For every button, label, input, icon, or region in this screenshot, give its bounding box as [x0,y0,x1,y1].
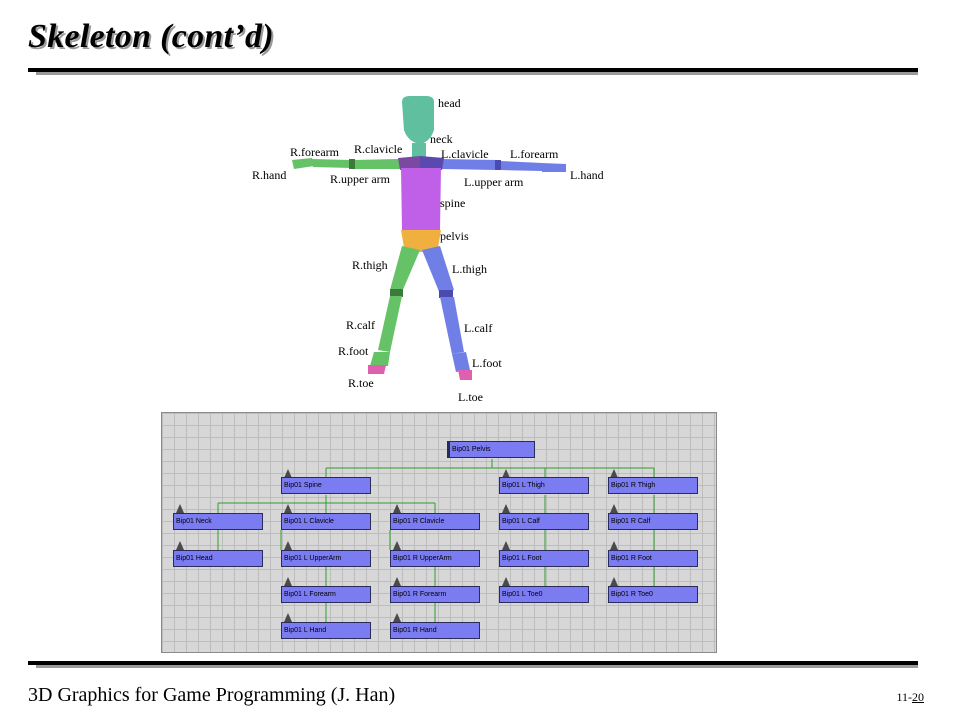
collapse-l-foot-icon[interactable] [502,541,510,550]
node-bip01-l-toe0[interactable]: Bip01 L Toe0 [499,586,589,603]
label-l-toe: L.toe [458,390,483,404]
node-bip01-r-hand[interactable]: Bip01 R Hand [390,622,480,639]
r-thigh-shape [390,246,420,292]
r-elbow-joint [349,159,355,169]
collapse-head-icon[interactable] [176,541,184,550]
collapse-l-toe0-icon[interactable] [502,577,510,586]
collapse-l-forearm-icon[interactable] [284,577,292,586]
pelvis-shape [401,230,441,252]
label-r-hand: R.hand [252,168,287,182]
collapse-l-upperarm-icon[interactable] [284,541,292,550]
label-r-thigh: R.thigh [352,258,388,272]
node-bip01-l-thigh[interactable]: Bip01 L Thigh [499,477,589,494]
node-bip01-pelvis[interactable]: Bip01 Pelvis [447,441,535,458]
l-knee-joint [439,290,453,298]
spine-shape [401,168,441,230]
label-head: head [438,96,461,110]
collapse-r-hand-icon[interactable] [393,613,401,622]
collapse-r-thigh-icon[interactable] [610,469,618,478]
label-r-forearm: R.forearm [290,145,339,159]
slide-title: Skeleton (cont’d) [28,18,274,55]
label-l-clavicle: L.clavicle [441,147,489,161]
page-prefix: 11- [896,690,912,704]
label-l-forearm: L.forearm [510,147,559,161]
r-calf-shape [378,296,402,352]
label-spine: spine [440,196,466,210]
l-foot-shape [452,352,470,372]
collapse-l-thigh-icon[interactable] [502,469,510,478]
collapse-l-calf-icon[interactable] [502,504,510,513]
label-l-thigh: L.thigh [452,262,487,276]
node-bip01-l-forearm[interactable]: Bip01 L Forearm [281,586,371,603]
skeleton-illustration [292,96,566,380]
l-forearm-shape [500,161,542,171]
collapse-spine-icon[interactable] [284,469,292,478]
collapse-r-forearm-icon[interactable] [393,577,401,586]
r-hand-shape [292,158,314,169]
r-clavicle-shape [398,156,420,170]
l-elbow-joint [495,160,501,170]
node-bip01-r-clavicle[interactable]: Bip01 R Clavicle [390,513,480,530]
collapse-r-calf-icon[interactable] [610,504,618,513]
label-l-foot: L.foot [472,356,502,370]
head-shape [402,96,434,144]
label-r-calf: R.calf [346,318,375,332]
collapse-l-hand-icon[interactable] [284,613,292,622]
neck-shape [412,143,426,157]
r-knee-joint [390,289,403,297]
node-bip01-r-thigh[interactable]: Bip01 R Thigh [608,477,698,494]
collapse-neck-icon[interactable] [176,504,184,513]
hierarchy-links [217,459,655,622]
node-bip01-l-upperarm[interactable]: Bip01 L UpperArm [281,550,371,567]
node-bip01-l-clavicle[interactable]: Bip01 L Clavicle [281,513,371,530]
node-bip01-r-foot[interactable]: Bip01 R Foot [608,550,698,567]
label-l-hand: L.hand [570,168,604,182]
page-number-value: 20 [912,690,924,704]
label-r-toe: R.toe [348,376,374,390]
node-bip01-l-calf[interactable]: Bip01 L Calf [499,513,589,530]
r-upper-arm-shape [354,159,401,169]
collapse-r-foot-icon[interactable] [610,541,618,550]
label-neck: neck [430,132,453,146]
page-number: 11-20 [896,690,924,705]
label-l-calf: L.calf [464,321,493,335]
r-toe-shape [368,365,386,374]
l-upper-arm-shape [442,159,496,170]
node-bip01-r-toe0[interactable]: Bip01 R Toe0 [608,586,698,603]
node-bip01-l-hand[interactable]: Bip01 L Hand [281,622,371,639]
collapse-r-clavicle-icon[interactable] [393,504,401,513]
label-r-upper-arm: R.upper arm [330,172,390,186]
bone-hierarchy-panel: Bip01 Pelvis Bip01 Spine Bip01 L Thigh B… [161,412,717,653]
node-bip01-r-calf[interactable]: Bip01 R Calf [608,513,698,530]
node-bip01-l-foot[interactable]: Bip01 L Foot [499,550,589,567]
l-thigh-shape [422,246,454,294]
label-r-clavicle: R.clavicle [354,142,403,156]
r-foot-shape [370,352,390,366]
footer-text: 3D Graphics for Game Programming (J. Han… [28,684,396,706]
top-divider [28,68,918,75]
l-calf-shape [440,297,464,354]
l-hand-shape [542,163,566,172]
node-bip01-neck[interactable]: Bip01 Neck [173,513,263,530]
collapse-r-toe0-icon[interactable] [610,577,618,586]
label-l-upper-arm: L.upper arm [464,175,524,189]
collapse-l-clavicle-icon[interactable] [284,504,292,513]
l-toe-shape [458,370,472,380]
bottom-divider [28,661,918,668]
label-r-foot: R.foot [338,344,369,358]
node-bip01-spine[interactable]: Bip01 Spine [281,477,371,494]
l-clavicle-shape [420,156,444,170]
node-bip01-head[interactable]: Bip01 Head [173,550,263,567]
node-bip01-r-upperarm[interactable]: Bip01 R UpperArm [390,550,480,567]
r-forearm-shape [312,159,351,168]
label-pelvis: pelvis [440,229,469,243]
node-bip01-r-forearm[interactable]: Bip01 R Forearm [390,586,480,603]
collapse-r-upperarm-icon[interactable] [393,541,401,550]
skeleton-figure: head neck R.forearm R.clavicle L.clavicl… [250,90,630,408]
